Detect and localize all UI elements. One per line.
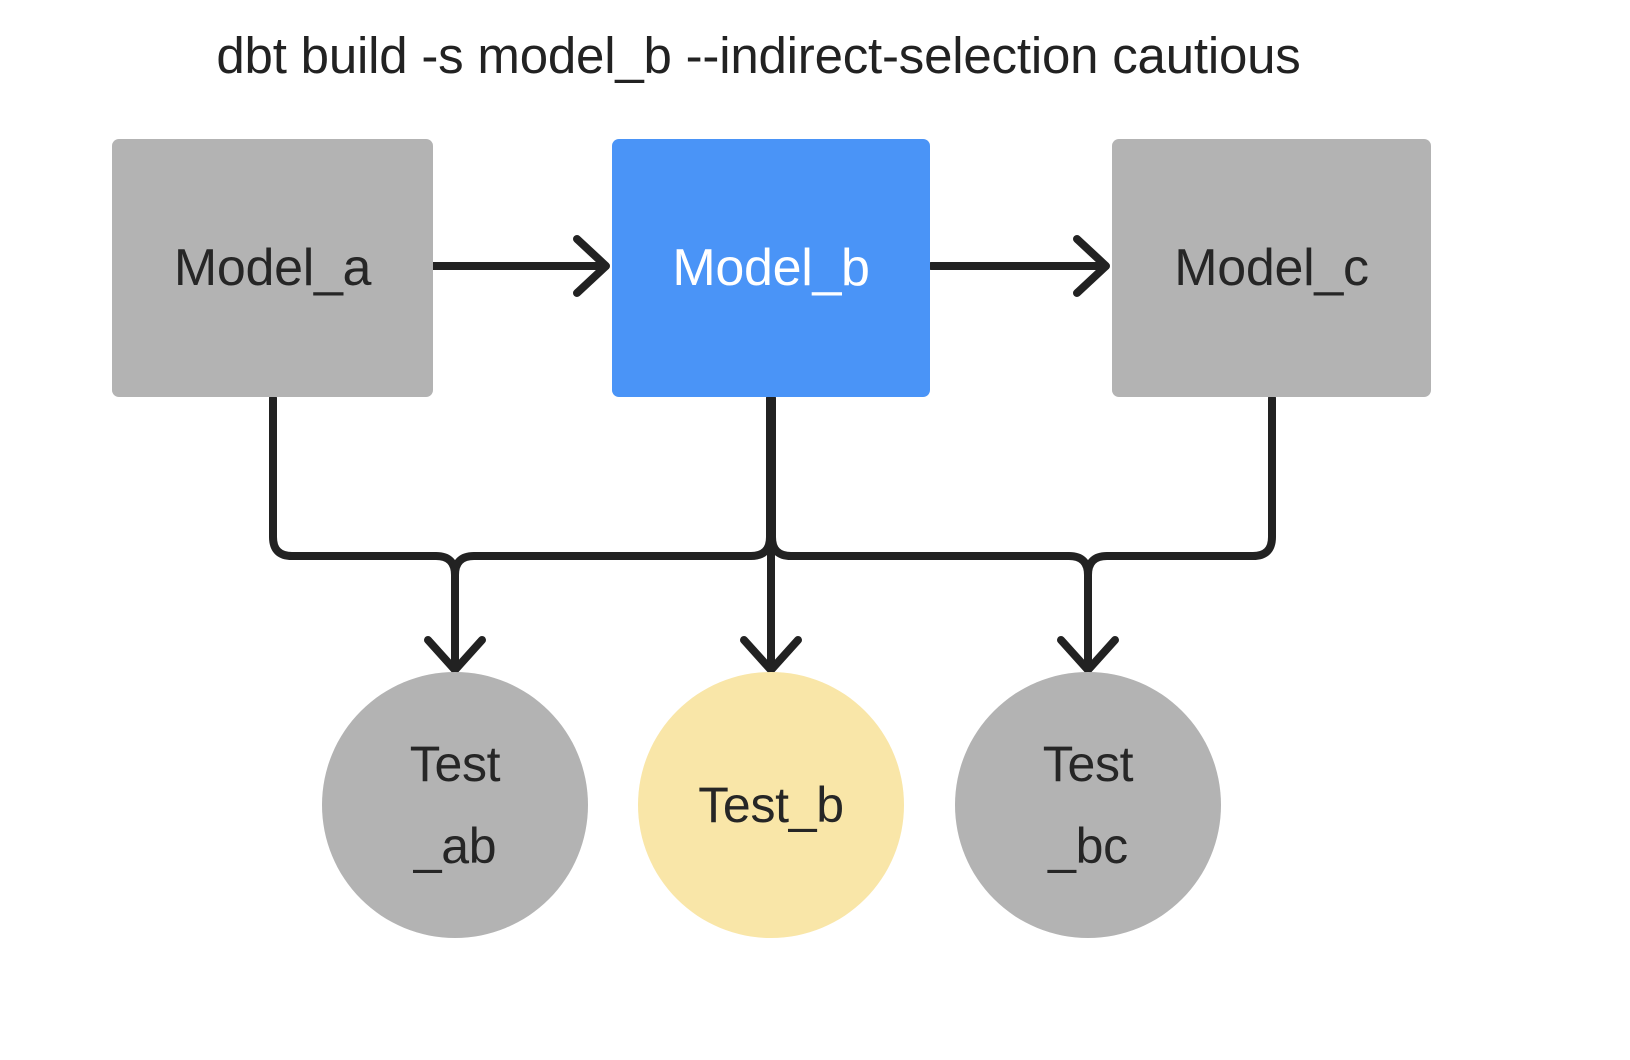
node-model-b[interactable]: Model_b <box>612 139 930 397</box>
node-model-c[interactable]: Model_c <box>1112 139 1431 397</box>
node-model-a-label: Model_a <box>173 239 372 297</box>
edge-model-b-to-test-b-arrowhead <box>740 636 802 674</box>
edge-model-a-to-test-ab-arrowhead <box>424 636 486 674</box>
node-test-bc[interactable]: Test _bc <box>955 672 1221 938</box>
node-model-a[interactable]: Model_a <box>112 139 433 397</box>
edge-model-b-to-test-bc-arrowhead <box>1057 636 1119 674</box>
node-model-c-label: Model_c <box>1174 239 1369 297</box>
node-test-bc-label-line1: Test <box>1042 736 1134 792</box>
node-test-ab-label-line1: Test <box>409 736 501 792</box>
edge-model-a-to-test-ab <box>269 394 459 670</box>
node-test-ab-label-line2: _ab <box>413 818 497 874</box>
edge-model-a-to-model-b-arrowhead <box>573 235 610 297</box>
node-test-b[interactable]: Test_b <box>638 672 904 938</box>
node-test-ab[interactable]: Test _ab <box>322 672 588 938</box>
diagram-title: dbt build -s model_b --indirect-selectio… <box>216 27 1301 84</box>
node-test-bc-label-line2: _bc <box>1048 818 1128 874</box>
edge-model-b-to-model-c-arrowhead <box>1073 235 1110 297</box>
edge-model-b-to-test-ab <box>451 394 774 579</box>
node-test-b-label-line1: Test_b <box>698 777 844 833</box>
edge-model-b-to-test-bc <box>768 394 1092 670</box>
node-model-b-label: Model_b <box>672 239 870 297</box>
edge-model-c-to-test-bc <box>1084 394 1276 579</box>
